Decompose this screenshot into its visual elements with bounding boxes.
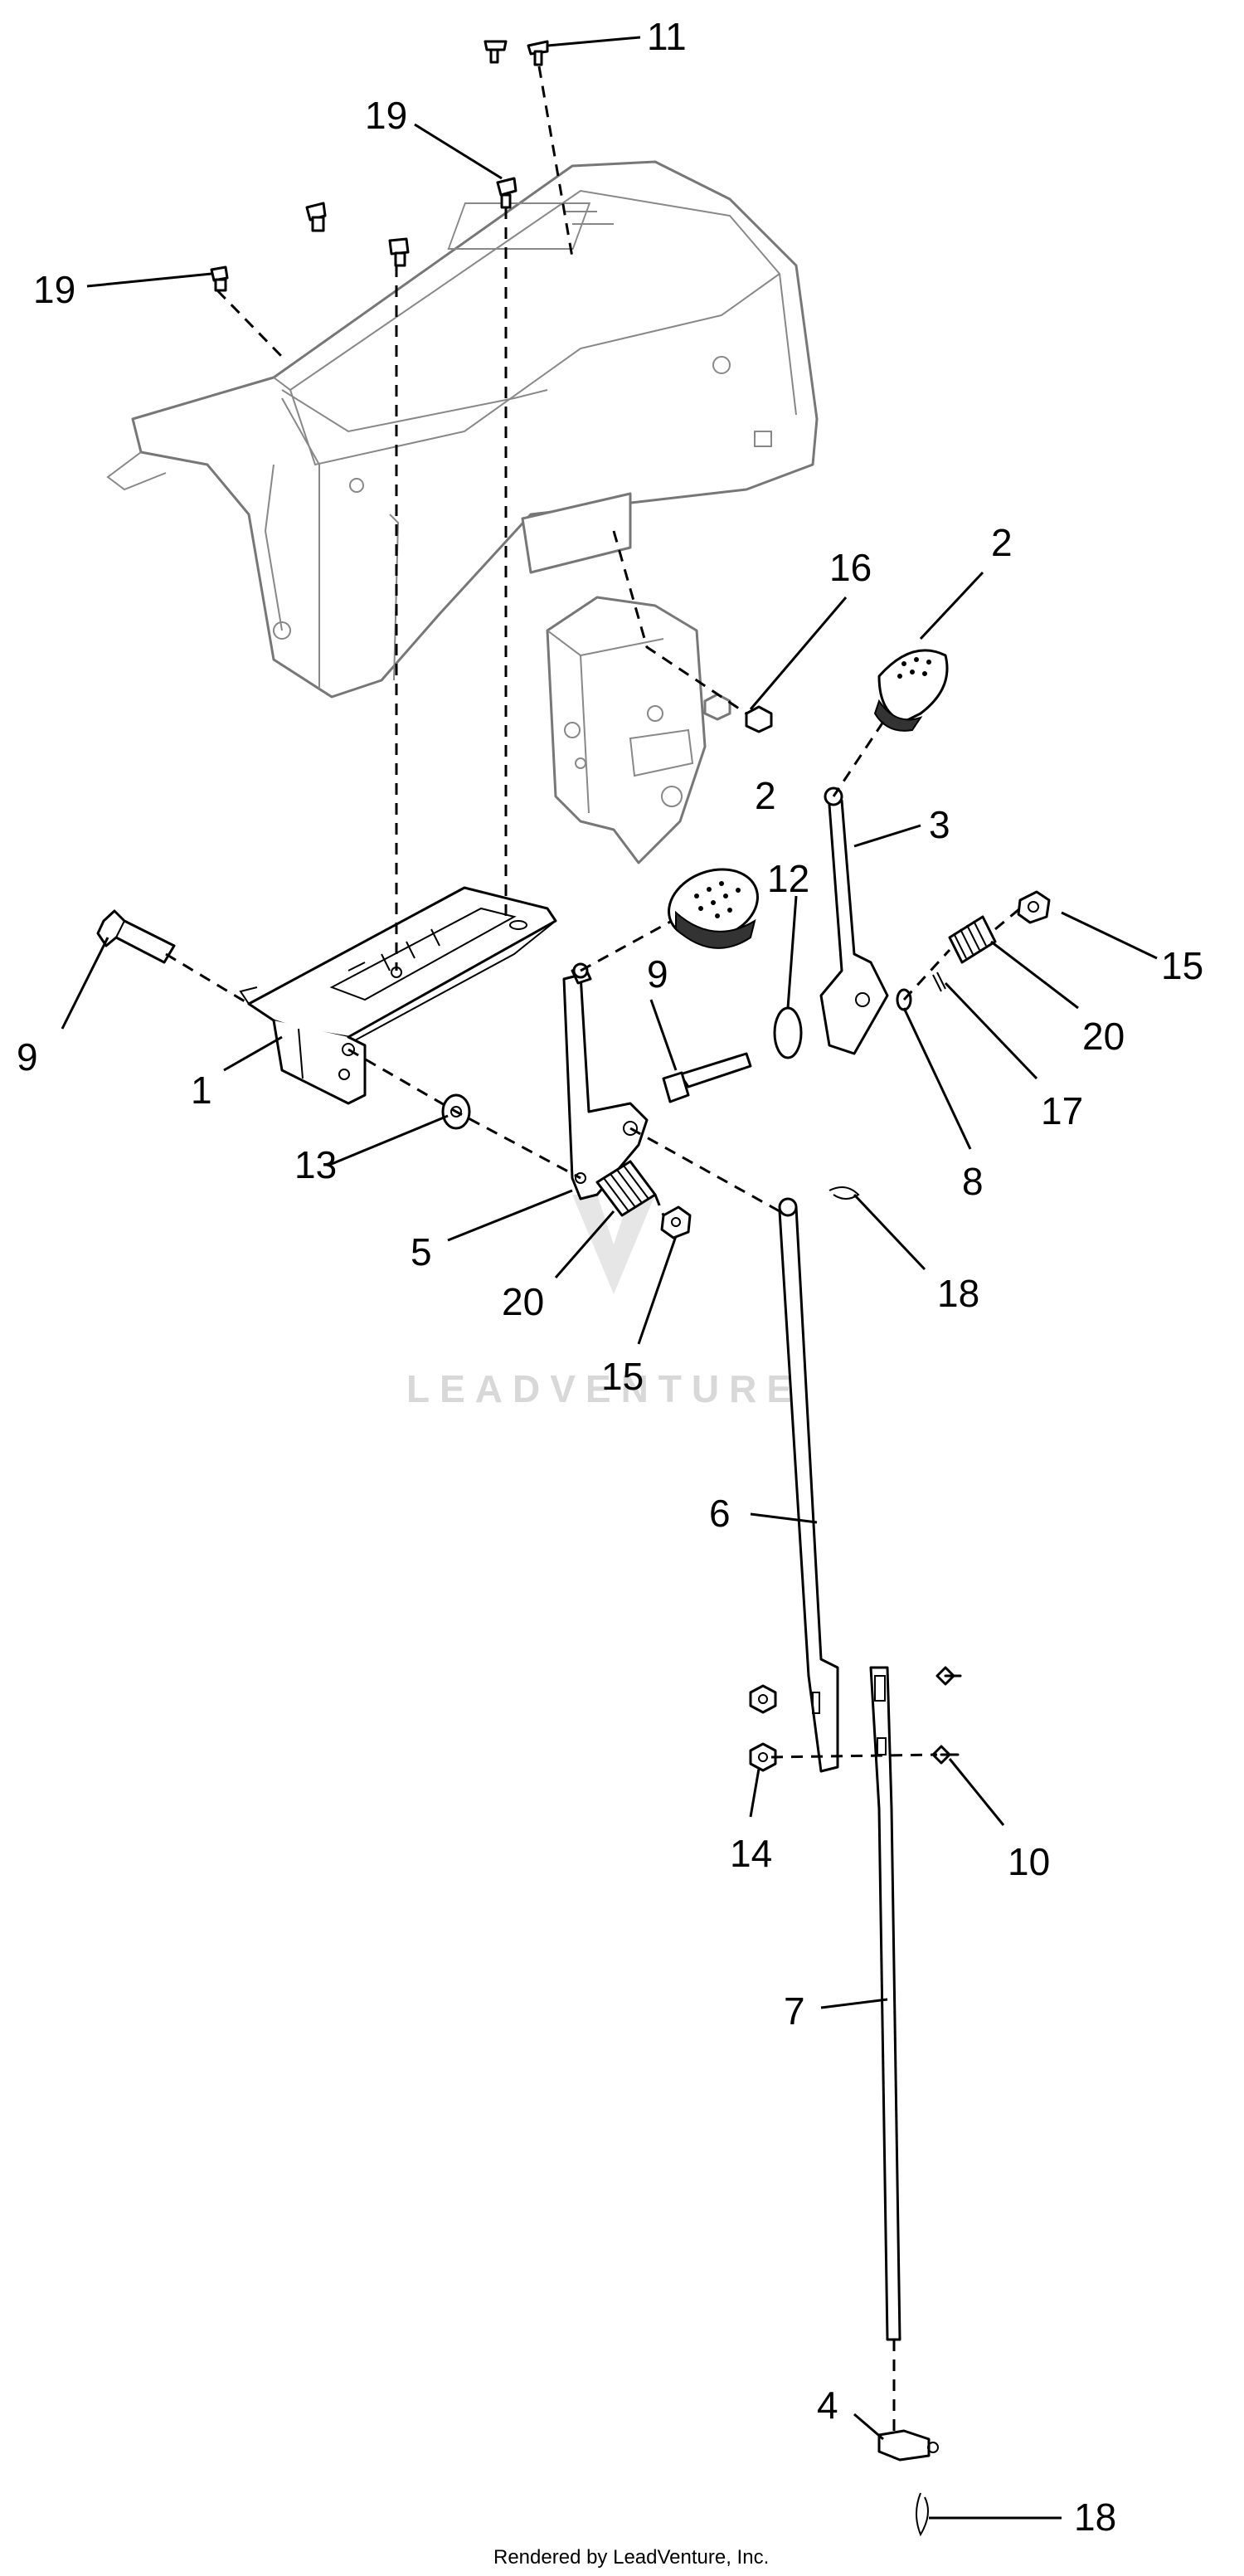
callout-19-top: 19 [365,94,407,137]
callout-2-right: 2 [991,521,1013,564]
part-12-washer [773,1006,803,1059]
callout-20-left: 20 [502,1280,544,1323]
callout-17: 17 [1041,1089,1083,1132]
callout-16: 16 [829,546,872,589]
callout-5: 5 [411,1230,432,1273]
footer-credit: Rendered by LeadVenture, Inc. [493,2546,769,2569]
part-17-pin [932,971,946,992]
part-1-shift-plate [239,886,557,1105]
callout-18-lower: 18 [1074,2496,1116,2539]
callout-2-left: 2 [755,774,776,817]
callout-8: 8 [962,1160,984,1203]
callout-12: 12 [767,857,809,900]
callout-10: 10 [1008,1840,1050,1883]
callout-3: 3 [929,803,950,846]
callout-7: 7 [784,1989,805,2033]
callout-15-left: 15 [601,1355,644,1398]
callout-1: 1 [191,1069,212,1112]
part-10-bolts [931,1666,962,1765]
part-2-knob-left [668,868,759,949]
part-16-nut [703,693,773,733]
callout-20-right: 20 [1082,1015,1125,1058]
fender-console [106,160,819,699]
part-15-nut-left [660,1205,692,1239]
callout-15-right: 15 [1161,944,1203,987]
part-9-bolt-left [96,909,176,964]
callout-19-left: 19 [33,268,75,311]
part-19-bolts [210,177,518,292]
part-3-lever [819,786,889,1055]
part-20-spring-right [948,915,997,964]
part-2-knob-right [873,649,949,732]
assembly-lines [165,66,1021,2431]
part-7-rod [869,1666,901,2341]
part-11-bolts [484,40,549,66]
callout-9-center: 9 [647,952,668,996]
part-9-bolt-center [662,1052,752,1103]
callout-4: 4 [817,2384,838,2427]
part-5-lever [562,962,649,1200]
leader-lines [61,36,1158,2520]
part-4-clevis [877,2429,939,2462]
part-14-nuts [749,1684,777,1772]
callout-11: 11 [647,15,687,58]
callout-18-upper: 18 [937,1272,979,1315]
watermark: LEADVENTURE [406,1195,802,1410]
part-18-clip-lower [916,2492,929,2537]
callout-9-left: 9 [17,1035,38,1079]
part-18-clip-upper [829,1186,860,1200]
mount-bracket [546,596,707,864]
callout-6: 6 [709,1492,731,1535]
watermark-text: LEADVENTURE [406,1367,802,1410]
part-6-rod [778,1197,839,1773]
callouts: 11 19 19 16 2 2 3 12 9 9 15 20 17 8 1 13… [17,15,1203,2539]
part-15-nut-right [1017,890,1051,924]
callout-14: 14 [730,1832,772,1875]
callout-13: 13 [294,1143,337,1186]
